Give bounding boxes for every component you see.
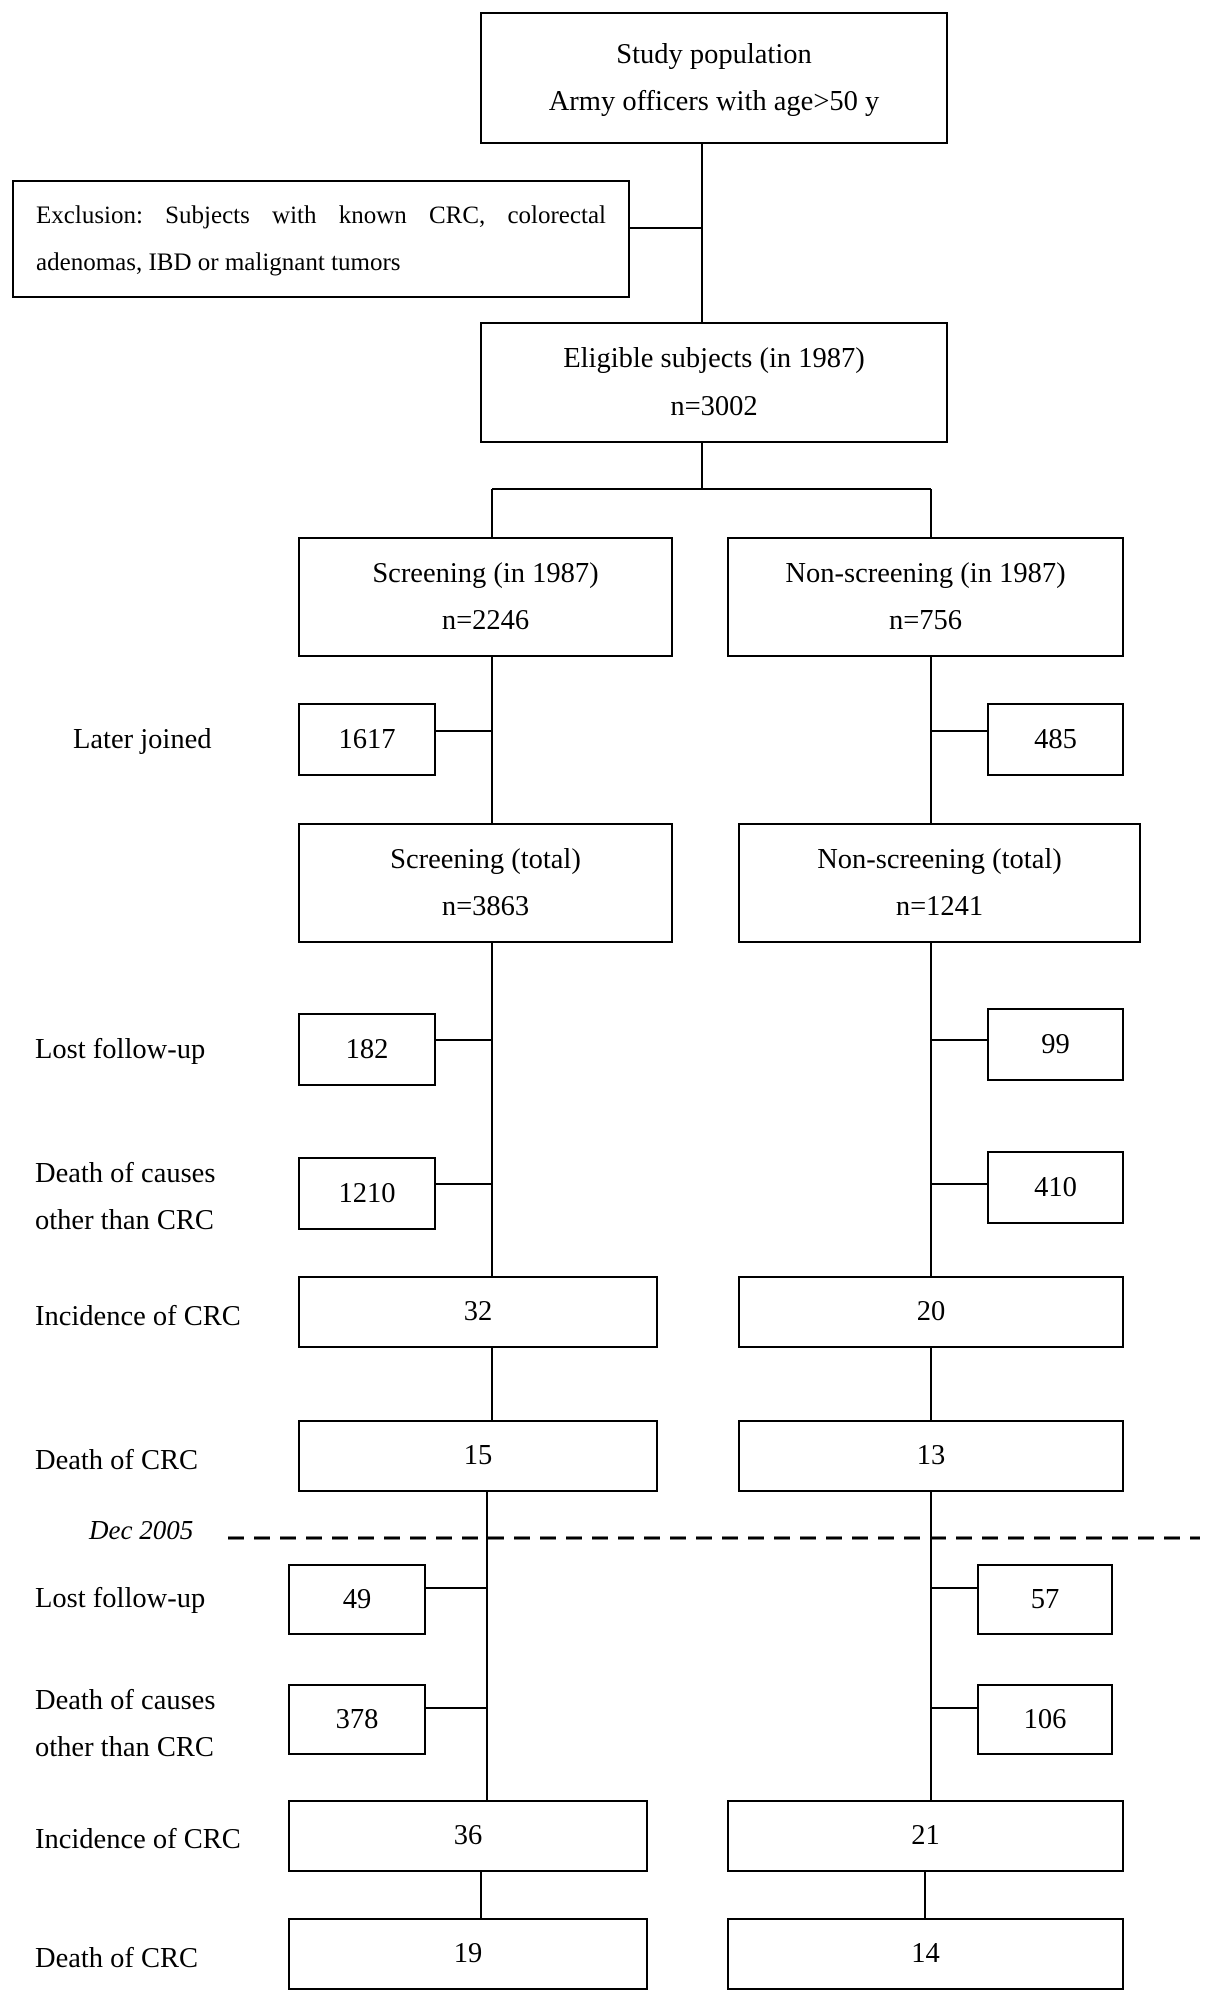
death-other-label-1-line2: other than CRC xyxy=(35,1205,214,1237)
eligible-count: n=3002 xyxy=(670,390,758,422)
nonscreening-lost-followup-box-1: 99 xyxy=(987,1008,1124,1081)
screening-lost-followup-box-2: 49 xyxy=(288,1564,426,1635)
screening-total-title: Screening (total) xyxy=(390,843,581,875)
nonscreening-1987-title: Non-screening (in 1987) xyxy=(785,557,1066,589)
death-other-label-2-line2: other than CRC xyxy=(35,1732,214,1764)
screening-later-joined-box: 1617 xyxy=(298,703,436,776)
death-other-label-2-line1: Death of causes xyxy=(35,1685,216,1716)
incidence-label-2: Incidence of CRC xyxy=(35,1824,241,1855)
nonscreening-lost-followup-box-2: 57 xyxy=(977,1564,1113,1635)
nonscreening-1987-count: n=756 xyxy=(888,605,963,636)
screening-total-count: n=3863 xyxy=(441,891,530,922)
screening-incidence-box-2: 36 xyxy=(288,1800,648,1872)
death-other-label-1: Death of causes other than CRC xyxy=(35,1150,215,1244)
nonscreening-total-box: Non-screening (total) n=1241 xyxy=(738,823,1141,943)
nonscreening-death-other-box-1: 410 xyxy=(987,1151,1124,1224)
nonscreening-incidence-box-1: 20 xyxy=(738,1276,1124,1348)
incidence-label-1: Incidence of CRC xyxy=(35,1301,241,1332)
nonscreening-later-joined-box: 485 xyxy=(987,703,1124,776)
later-joined-label: Later joined xyxy=(73,724,212,755)
screening-1987-title: Screening (in 1987) xyxy=(372,557,599,589)
nonscreening-death-crc-box-2: 14 xyxy=(727,1918,1124,1990)
screening-1987-count: n=2246 xyxy=(441,605,530,636)
exclusion-box: Exclusion: Subjects with known CRC, colo… xyxy=(12,180,630,298)
death-other-label-1-line1: Death of causes xyxy=(35,1158,216,1189)
nonscreening-death-crc-box-1: 13 xyxy=(738,1420,1124,1492)
screening-total-box: Screening (total) n=3863 xyxy=(298,823,673,943)
dec-2005-label: Dec 2005 xyxy=(89,1515,194,1545)
lost-followup-label-1: Lost follow-up xyxy=(35,1034,206,1065)
exclusion-text: Exclusion: Subjects with known CRC, colo… xyxy=(36,201,606,277)
lost-followup-label-2: Lost follow-up xyxy=(35,1583,206,1614)
study-population-title: Study population xyxy=(616,38,812,70)
death-other-label-2: Death of causes other than CRC xyxy=(35,1677,215,1771)
study-population-criteria: Army officers with age>50 y xyxy=(548,86,880,117)
death-crc-label-1: Death of CRC xyxy=(35,1445,199,1476)
screening-death-crc-box-2: 19 xyxy=(288,1918,648,1990)
nonscreening-1987-box: Non-screening (in 1987) n=756 xyxy=(727,537,1124,657)
study-population-box: Study population Army officers with age>… xyxy=(480,12,948,144)
nonscreening-death-other-box-2: 106 xyxy=(977,1684,1113,1755)
eligible-title: Eligible subjects (in 1987) xyxy=(563,343,865,375)
screening-1987-box: Screening (in 1987) n=2246 xyxy=(298,537,673,657)
screening-incidence-box-1: 32 xyxy=(298,1276,658,1348)
screening-lost-followup-box-1: 182 xyxy=(298,1013,436,1086)
nonscreening-total-title: Non-screening (total) xyxy=(817,843,1062,875)
death-crc-label-2: Death of CRC xyxy=(35,1943,199,1974)
screening-death-crc-box-1: 15 xyxy=(298,1420,658,1492)
nonscreening-total-count: n=1241 xyxy=(895,891,984,922)
eligible-subjects-box: Eligible subjects (in 1987) n=3002 xyxy=(480,322,948,443)
nonscreening-incidence-box-2: 21 xyxy=(727,1800,1124,1872)
screening-death-other-box-2: 378 xyxy=(288,1684,426,1755)
screening-death-other-box-1: 1210 xyxy=(298,1157,436,1230)
